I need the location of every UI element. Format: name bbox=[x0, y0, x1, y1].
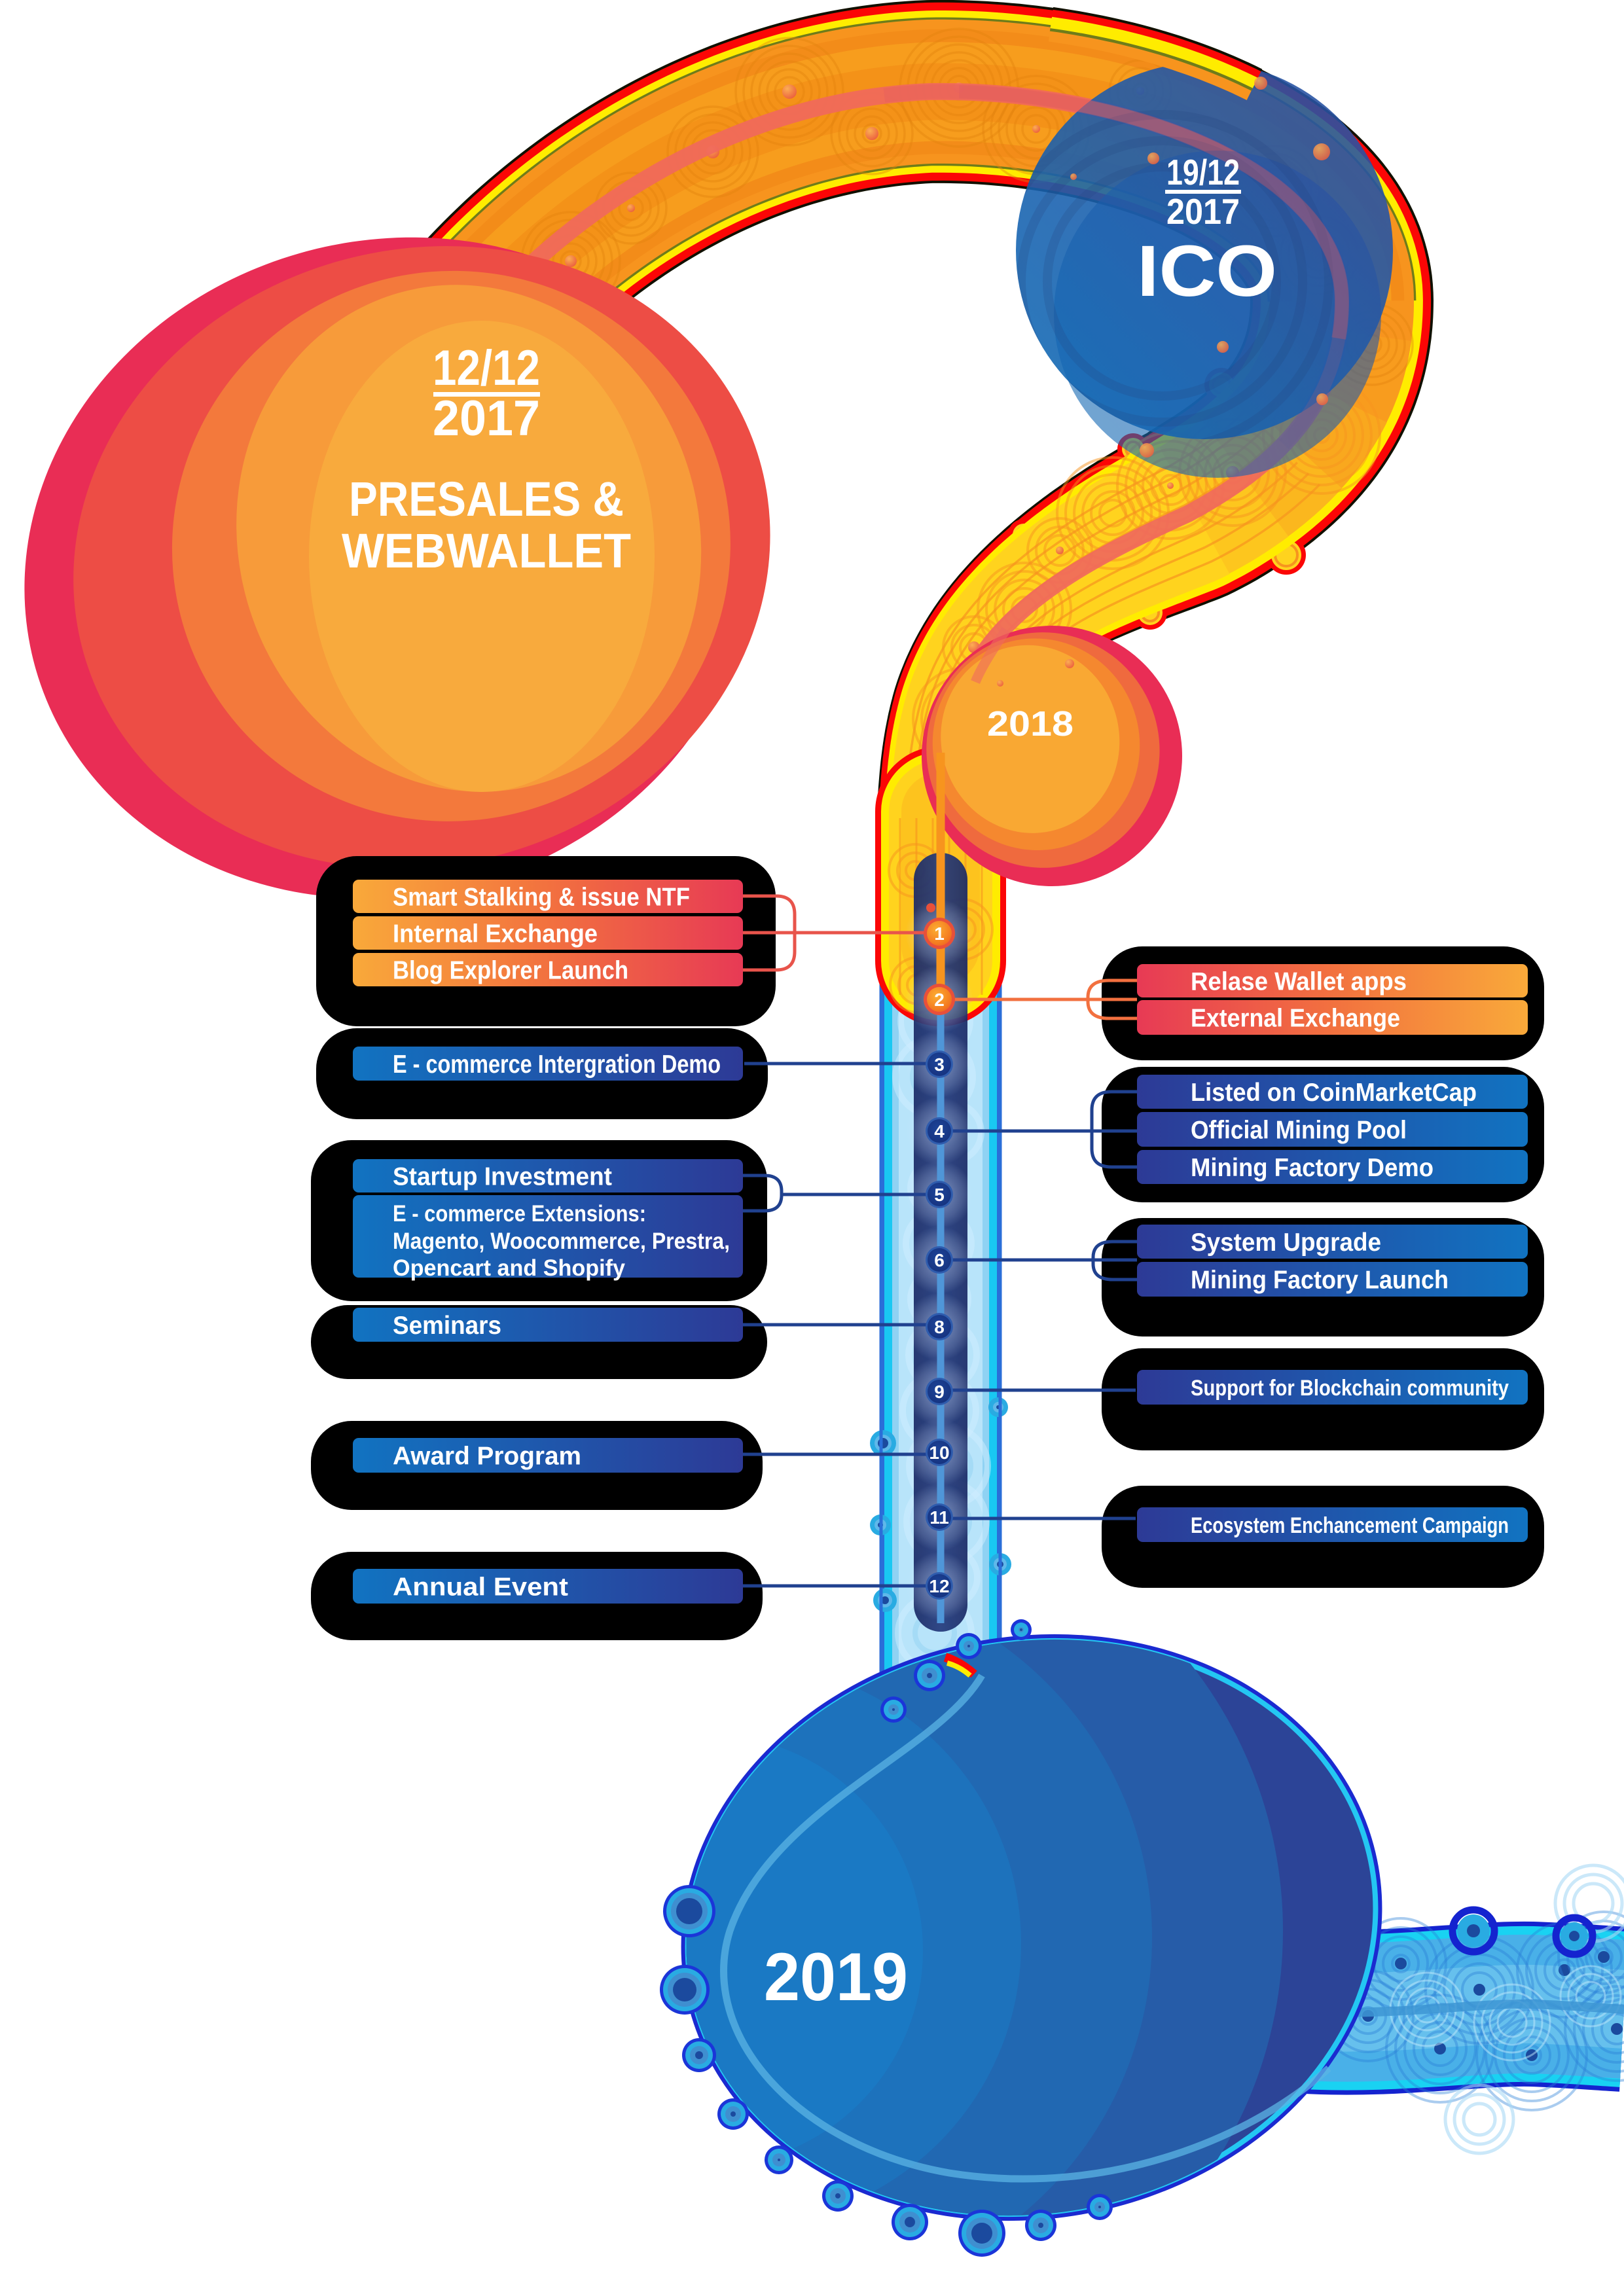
svg-text:5: 5 bbox=[934, 1185, 945, 1205]
svg-text:12: 12 bbox=[929, 1576, 949, 1596]
svg-text:8: 8 bbox=[934, 1317, 945, 1337]
svg-text:Magento, Woocommerce, Prestra,: Magento, Woocommerce, Prestra, bbox=[393, 1229, 730, 1254]
svg-text:3: 3 bbox=[934, 1054, 945, 1075]
svg-text:11: 11 bbox=[929, 1507, 949, 1528]
svg-text:ICO: ICO bbox=[1137, 231, 1277, 312]
svg-text:Startup Investment: Startup Investment bbox=[393, 1163, 612, 1191]
svg-text:PRESALES &: PRESALES & bbox=[349, 472, 624, 526]
svg-text:E - commerce Intergration Demo: E - commerce Intergration Demo bbox=[393, 1050, 721, 1079]
svg-text:2019: 2019 bbox=[764, 1939, 908, 2015]
svg-text:Mining Factory Launch: Mining Factory Launch bbox=[1191, 1266, 1449, 1295]
svg-text:Opencart and Shopify: Opencart and Shopify bbox=[393, 1255, 626, 1281]
svg-text:Annual Event: Annual Event bbox=[393, 1573, 568, 1602]
svg-text:Relase Wallet apps: Relase Wallet apps bbox=[1191, 968, 1407, 996]
svg-text:10: 10 bbox=[929, 1443, 949, 1463]
svg-text:System Upgrade: System Upgrade bbox=[1191, 1229, 1381, 1257]
svg-text:WEBWALLET: WEBWALLET bbox=[342, 524, 631, 578]
svg-text:E - commerce Extensions:: E - commerce Extensions: bbox=[393, 1201, 646, 1227]
svg-text:Award Program: Award Program bbox=[393, 1443, 581, 1471]
svg-text:9: 9 bbox=[934, 1382, 945, 1402]
svg-text:2018: 2018 bbox=[987, 704, 1074, 744]
svg-text:4: 4 bbox=[934, 1121, 945, 1141]
svg-text:Seminars: Seminars bbox=[393, 1312, 501, 1340]
svg-text:Internal Exchange: Internal Exchange bbox=[393, 920, 598, 948]
svg-text:Mining Factory Demo: Mining Factory Demo bbox=[1191, 1154, 1434, 1182]
svg-text:2: 2 bbox=[934, 990, 945, 1010]
svg-text:Blog Explorer Launch: Blog Explorer Launch bbox=[393, 957, 628, 985]
svg-text:Smart Stalking & issue NTF: Smart Stalking & issue NTF bbox=[393, 884, 690, 912]
svg-text:Ecosystem Enchancement Campaig: Ecosystem Enchancement Campaign bbox=[1191, 1513, 1509, 1538]
svg-text:12/12: 12/12 bbox=[433, 340, 540, 396]
svg-text:6: 6 bbox=[934, 1250, 945, 1270]
svg-text:19/12: 19/12 bbox=[1166, 152, 1240, 192]
svg-text:Support for Blockchain communi: Support for Blockchain community bbox=[1191, 1376, 1509, 1401]
svg-text:1: 1 bbox=[934, 924, 945, 944]
svg-text:Official Mining Pool: Official Mining Pool bbox=[1191, 1117, 1407, 1145]
svg-text:Listed on CoinMarketCap: Listed on CoinMarketCap bbox=[1191, 1079, 1477, 1107]
svg-text:2017: 2017 bbox=[433, 391, 540, 446]
svg-text:2017: 2017 bbox=[1166, 191, 1240, 232]
svg-text:External Exchange: External Exchange bbox=[1191, 1005, 1400, 1033]
